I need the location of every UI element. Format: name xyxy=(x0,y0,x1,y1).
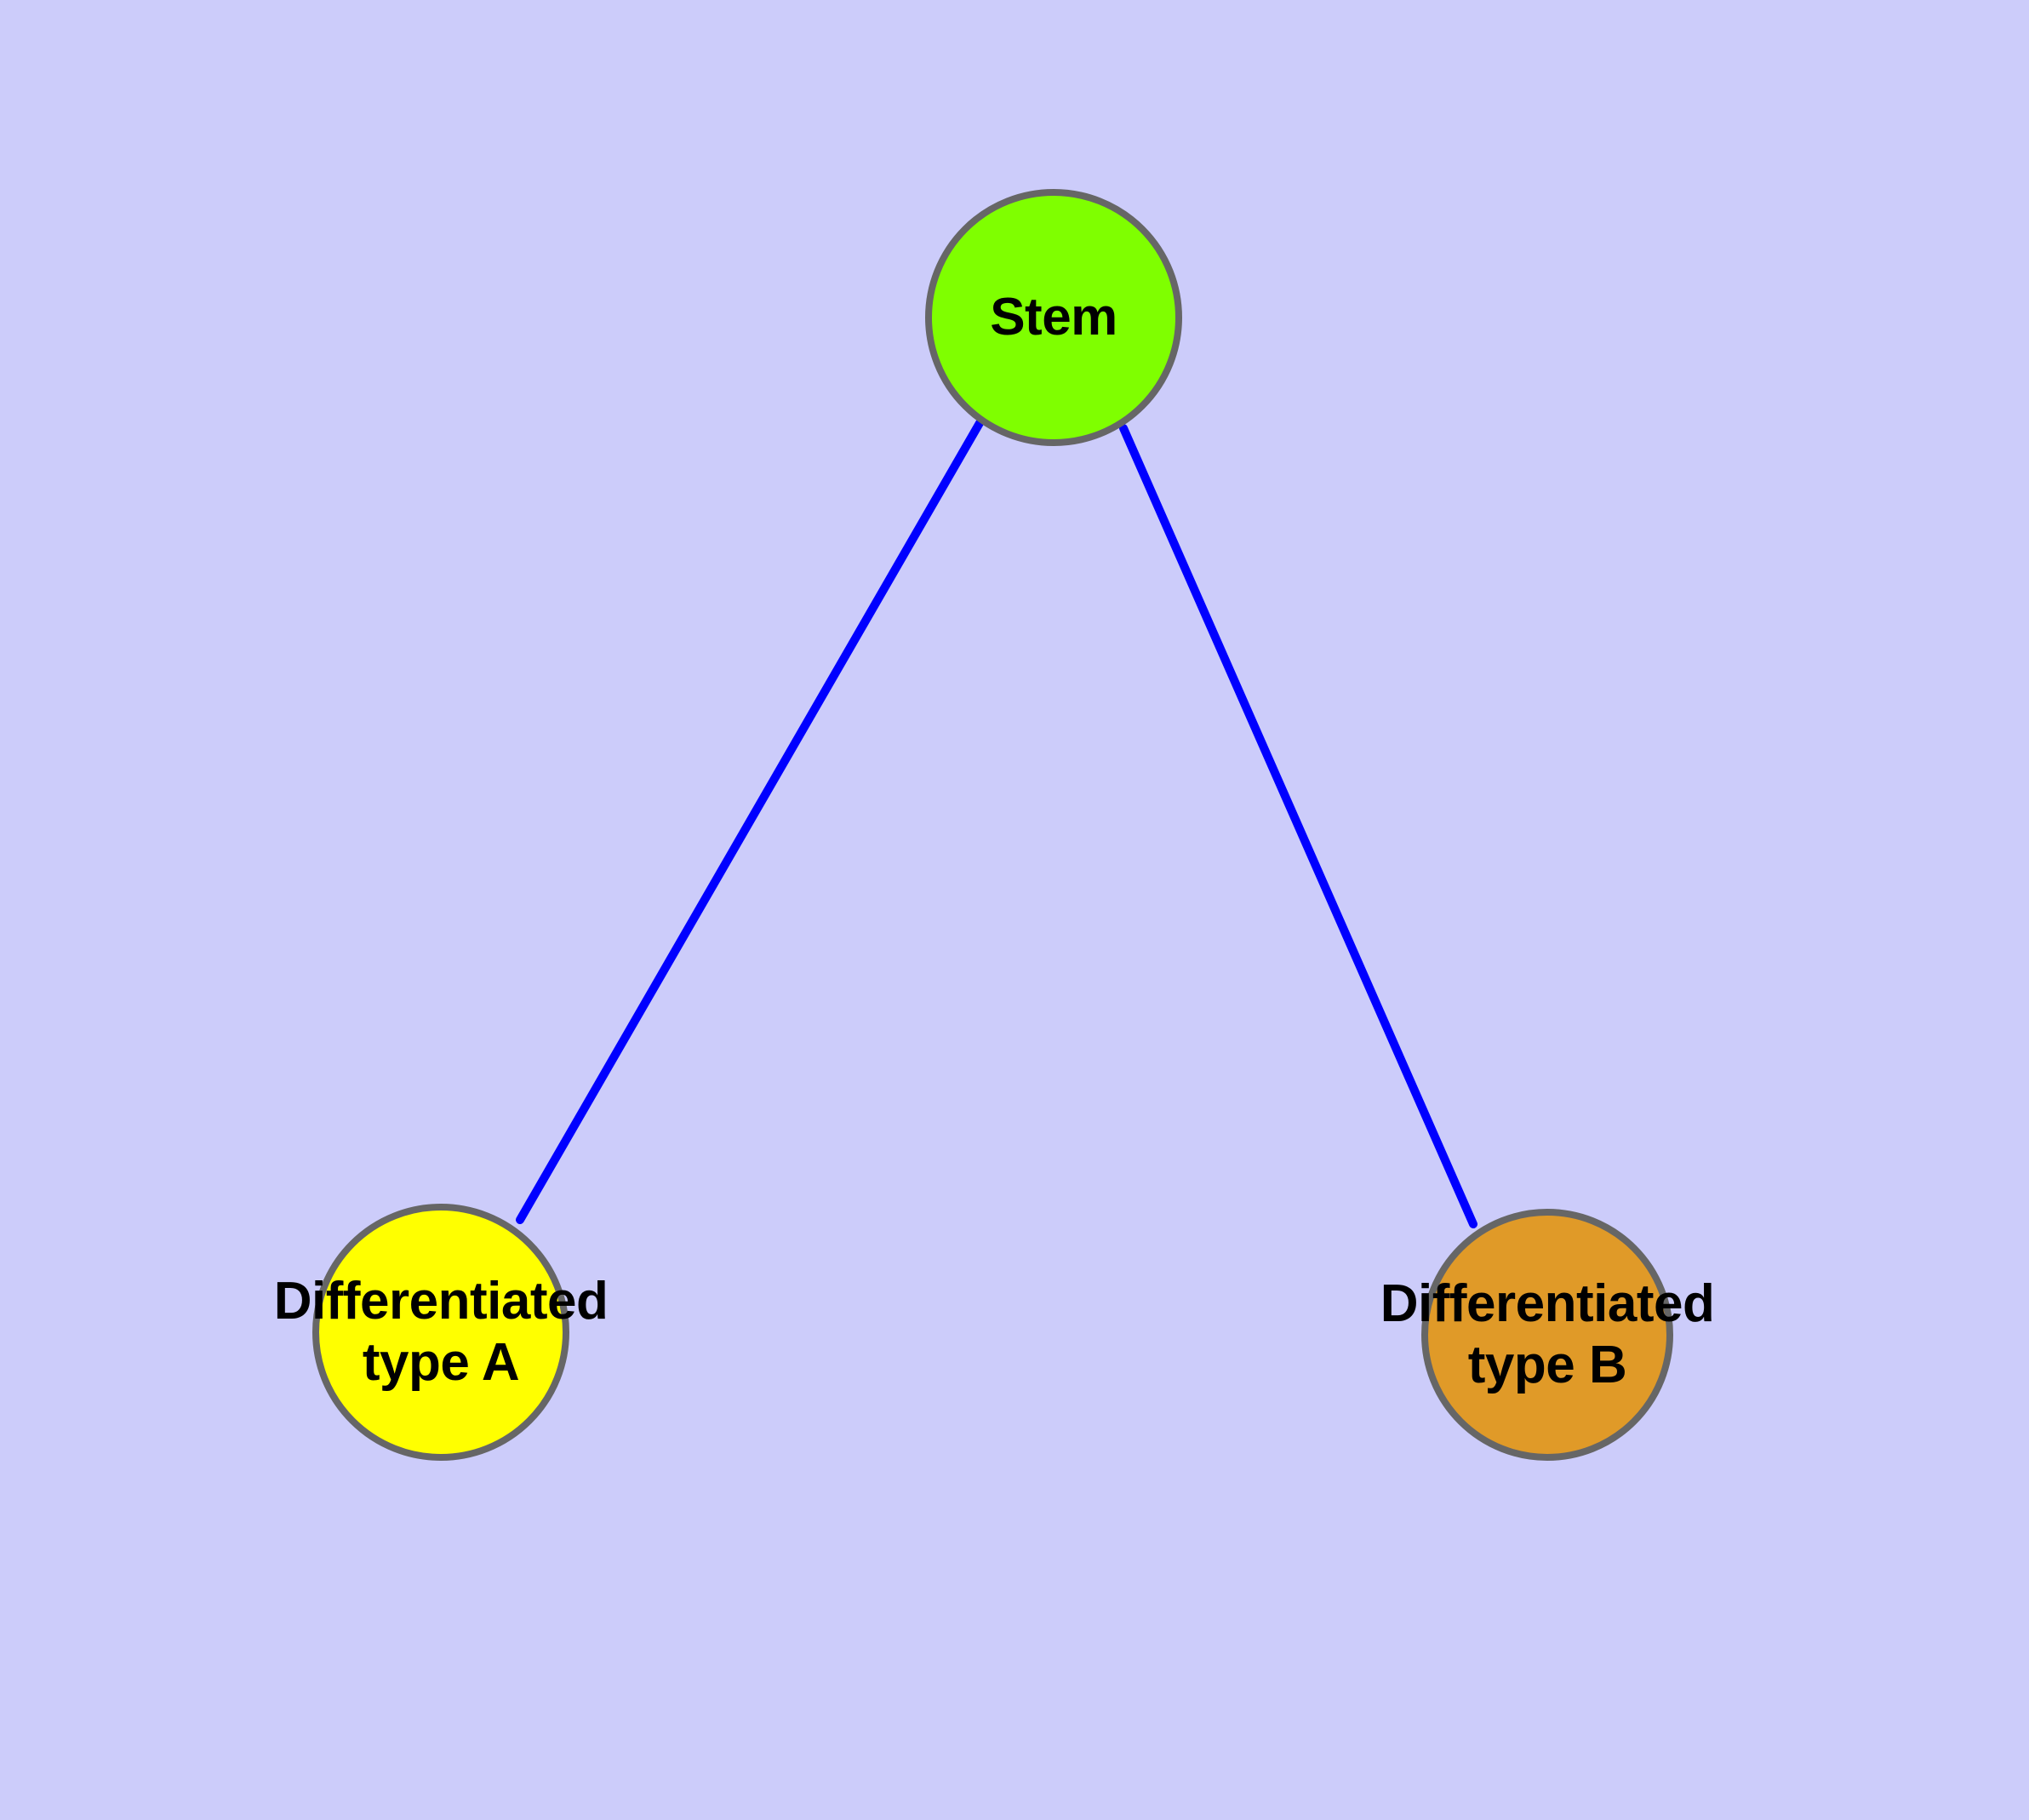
node-circle-differentiated-type-b xyxy=(1421,1209,1673,1461)
node-label-differentiated-type-b: Differentiated type B xyxy=(1380,1274,1715,1394)
graph-node-differentiated-type-a[interactable]: Differentiated type A xyxy=(274,1204,609,1461)
graph-node-stem[interactable]: Stem xyxy=(925,189,1182,446)
node-label-differentiated-type-a: Differentiated type A xyxy=(273,1272,609,1392)
edge-stem-to-diff-b[interactable] xyxy=(1119,424,1477,1228)
node-label-stem: Stem xyxy=(990,288,1117,347)
node-circle-stem xyxy=(925,189,1182,446)
graph-node-differentiated-type-b[interactable]: Differentiated type B xyxy=(1380,1209,1715,1461)
node-circle-differentiated-type-a xyxy=(312,1204,569,1461)
edge-stem-to-diff-a[interactable] xyxy=(516,419,984,1224)
